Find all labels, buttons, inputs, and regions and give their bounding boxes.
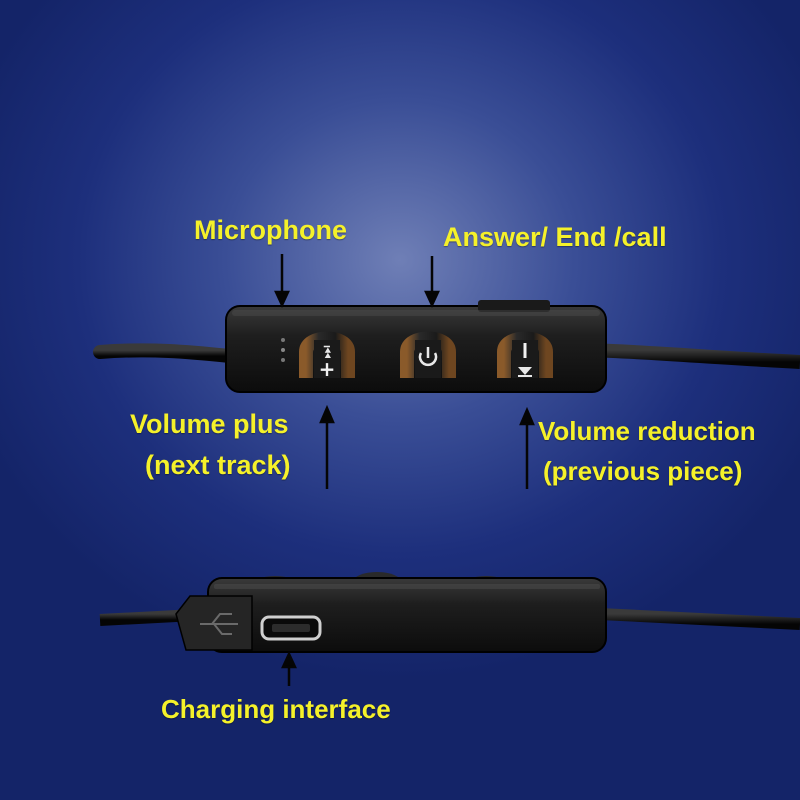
microphone-hole xyxy=(281,338,285,342)
right-cable-bottom xyxy=(599,608,800,630)
bottom-remote-body xyxy=(207,577,607,653)
charging-interface-label: Charging interface xyxy=(161,694,391,724)
answer-end-call-label: Answer/ End /call xyxy=(443,222,667,252)
next-track-plus-icon: ⏮ + xyxy=(299,331,355,381)
previous-piece-label: (previous piece) xyxy=(543,456,743,486)
svg-text:+: + xyxy=(319,357,336,381)
previous-track-minus-icon xyxy=(497,331,553,378)
svg-text:⏮: ⏮ xyxy=(318,345,336,359)
right-cable-top xyxy=(589,343,800,369)
volume-plus-label: Volume plus xyxy=(130,409,289,439)
microphone-arrow xyxy=(274,254,290,308)
answer-call-power-icon xyxy=(400,331,456,378)
left-cable-top xyxy=(93,343,237,363)
micro-usb-port-icon xyxy=(260,615,322,641)
volume-reduction-arrow xyxy=(519,406,535,489)
charging-arrow xyxy=(281,651,297,686)
answer-arrow xyxy=(424,256,440,308)
next-track-label: (next track) xyxy=(145,450,291,480)
volume-reduction-label: Volume reduction xyxy=(538,416,756,446)
microphone-label: Microphone xyxy=(194,215,347,245)
volume-plus-arrow xyxy=(319,404,335,489)
